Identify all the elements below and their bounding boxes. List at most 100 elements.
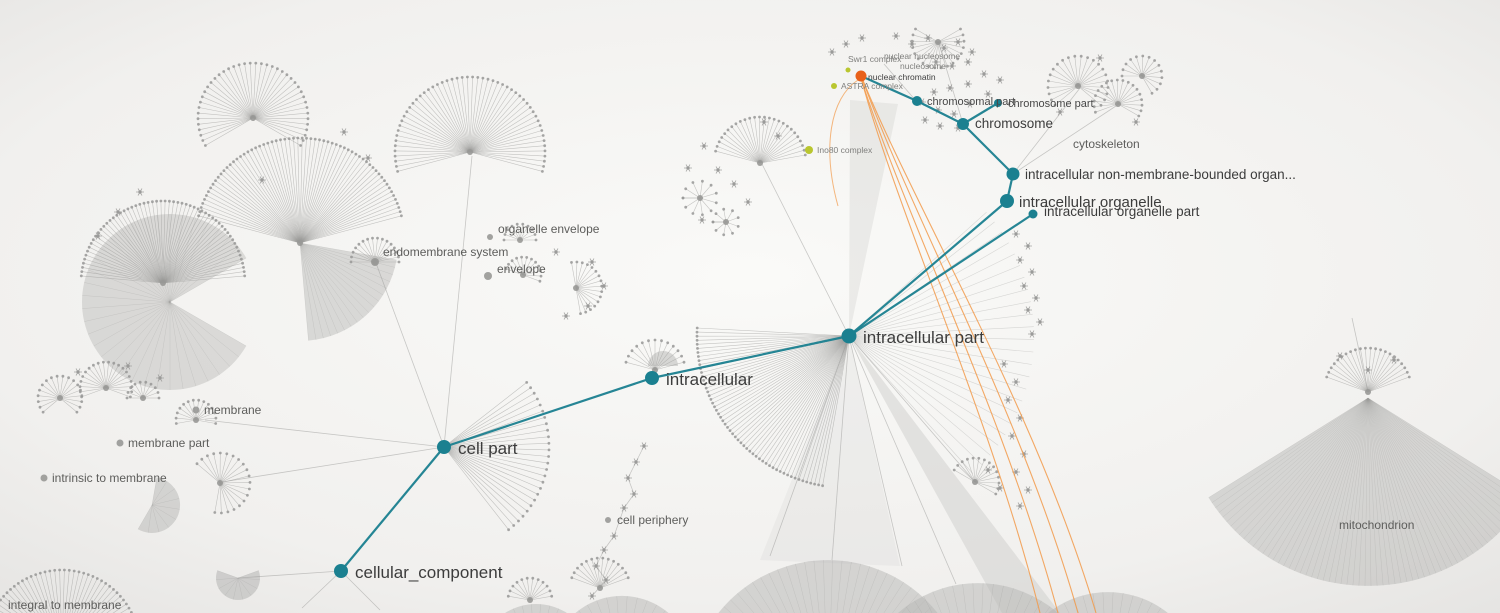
path-edge: [340, 446, 445, 572]
graph-edge: [761, 163, 850, 337]
node-glyph: [828, 48, 836, 56]
cluster-fan: [0, 568, 133, 613]
cluster-fan: [1120, 54, 1164, 95]
term-node-iop[interactable]: [1028, 209, 1038, 219]
cluster-fan: [36, 374, 84, 414]
cluster-fan: [711, 207, 740, 237]
node-glyph: [552, 248, 560, 256]
highlight-edge-orange: [861, 77, 1097, 613]
node-glyph: [620, 504, 628, 512]
node-glyph: [948, 62, 956, 70]
node-glyph: [1016, 502, 1024, 510]
path-edge: [651, 334, 850, 380]
term-node-swr[interactable]: [845, 67, 851, 73]
node-glyph: [892, 32, 900, 40]
node-glyph: [1008, 432, 1016, 440]
node-glyph: [364, 154, 372, 162]
cluster-wedge: [575, 595, 669, 613]
node-glyph: [946, 84, 954, 92]
term-node-minor[interactable]: [116, 439, 124, 447]
graph-edge: [340, 570, 381, 611]
term-node-minor[interactable]: [40, 474, 48, 482]
node-glyph: [600, 546, 608, 554]
label-membrane-part: membrane part: [128, 436, 210, 450]
node-glyph: [624, 474, 632, 482]
graph-edge: [1351, 317, 1369, 393]
graph-edge: [301, 570, 342, 609]
term-node-astra[interactable]: [831, 83, 837, 89]
term-node-cc[interactable]: [334, 564, 348, 578]
cluster-fan: [1046, 54, 1110, 107]
node-glyph: [1032, 294, 1040, 302]
term-node-minor[interactable]: [371, 258, 379, 266]
edge-bundles-layer: [760, 100, 1060, 613]
highlight-edge-orange: [860, 77, 1041, 613]
term-node-nc[interactable]: [855, 70, 867, 82]
highlight-edge-orange: [861, 77, 1079, 613]
term-node-minor[interactable]: [192, 406, 200, 414]
node-glyph: [842, 40, 850, 48]
node-glyph: [968, 48, 976, 56]
node-glyph: [1004, 396, 1012, 404]
highlight-path-layer: [340, 74, 1034, 572]
term-node-chr[interactable]: [957, 118, 969, 130]
term-node-ic[interactable]: [645, 371, 659, 385]
graph-edge: [831, 335, 850, 561]
graph-edge: [848, 335, 957, 585]
node-glyph: [924, 34, 932, 42]
term-node-ino80[interactable]: [805, 146, 813, 154]
cluster-fan: [502, 222, 538, 243]
label-swr1-complex: Swr1 complex: [848, 54, 902, 64]
node-glyph: [630, 490, 638, 498]
node-glyph: [1336, 352, 1344, 360]
node-glyph: [1024, 242, 1032, 250]
graph-edge: [613, 507, 625, 537]
node-glyphs-layer: [40, 32, 1398, 600]
label-nuclear-chromatin: nuclear chromatin: [868, 72, 936, 82]
node-glyph: [744, 198, 752, 206]
term-node-nmb[interactable]: [1006, 167, 1020, 181]
graph-edge: [627, 477, 635, 495]
term-node-minor[interactable]: [605, 517, 611, 523]
term-node-io[interactable]: [1000, 194, 1014, 208]
cluster-fan: [504, 255, 543, 283]
term-node-minor[interactable]: [484, 272, 492, 280]
node-glyph: [1056, 108, 1064, 116]
label-intracellular: intracellular: [666, 370, 753, 389]
cluster-wedge: [1208, 397, 1500, 587]
label-chromosomal-part: chromosomal part: [927, 96, 1015, 108]
node-glyph: [940, 44, 948, 52]
graph-edge: [237, 570, 342, 579]
cluster-wedge: [648, 351, 678, 366]
graph-edge: [769, 335, 850, 557]
term-nodes-layer: [334, 67, 1038, 578]
term-node-icp[interactable]: [841, 328, 857, 344]
node-glyph: [632, 458, 640, 466]
node-glyph: [136, 188, 144, 196]
node-glyph: [602, 576, 610, 584]
node-glyph: [774, 132, 782, 140]
cluster-wedge: [137, 477, 181, 533]
graph-edge: [375, 262, 445, 448]
label-envelope: envelope: [497, 262, 546, 276]
path-edge: [860, 74, 918, 103]
cluster-fan: [349, 236, 401, 265]
term-node-cp2[interactable]: [994, 99, 1002, 107]
term-node-cp[interactable]: [437, 440, 451, 454]
node-glyph: [592, 562, 600, 570]
term-node-minor[interactable]: [487, 234, 493, 240]
node-glyph: [74, 368, 82, 376]
path-edge: [848, 213, 1034, 337]
node-glyph: [936, 122, 944, 130]
node-glyph: [340, 128, 348, 136]
highlight-edge-orange: [829, 79, 859, 207]
label-cell-periphery: cell periphery: [617, 513, 688, 527]
label-nucleosome: nucleosome: [900, 61, 946, 71]
label-chromosome: chromosome: [975, 116, 1053, 131]
label-intracellular-part: intracellular part: [863, 328, 984, 347]
node-glyph: [921, 116, 929, 124]
term-node-chp[interactable]: [912, 96, 922, 106]
graph-edge: [848, 335, 976, 483]
